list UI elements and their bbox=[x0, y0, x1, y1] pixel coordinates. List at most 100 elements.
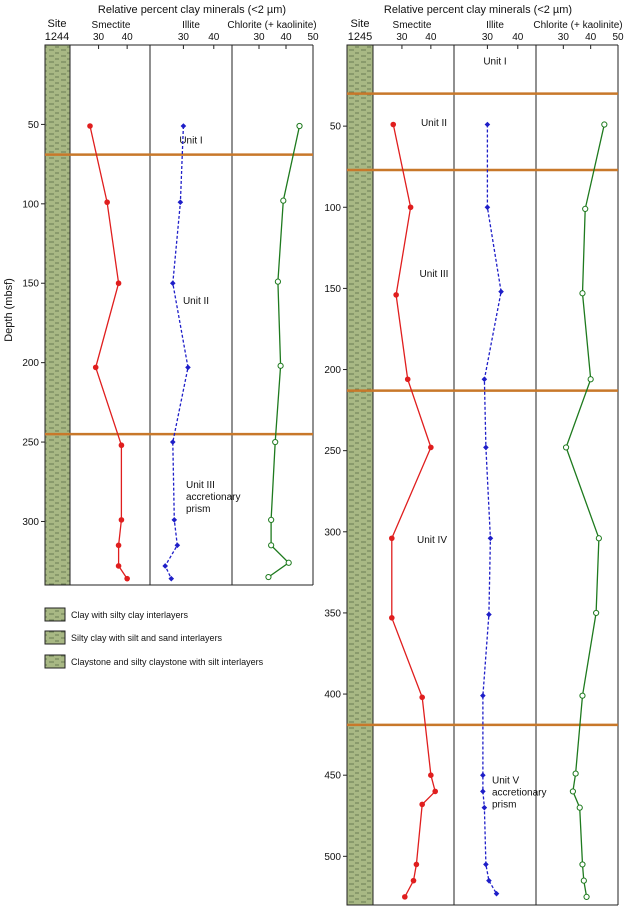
site-1245-chlorite-label: Chlorite (+ kaolinite) bbox=[533, 20, 622, 31]
illite-point bbox=[481, 804, 488, 811]
x-tick: 30 bbox=[558, 32, 570, 49]
y-tick-label: 200 bbox=[22, 358, 39, 369]
illite-point bbox=[177, 199, 184, 206]
smectite-point bbox=[115, 563, 122, 569]
smectite-markers bbox=[389, 121, 438, 900]
y-tick-label: 50 bbox=[28, 120, 40, 131]
chlorite-point bbox=[583, 893, 590, 900]
chlorite-point bbox=[579, 290, 586, 297]
y-tick: 150 bbox=[324, 284, 347, 295]
legend-item: Claystone and silty claystone with silt … bbox=[44, 654, 264, 669]
x-tick-label: 40 bbox=[280, 32, 292, 43]
chlorite-point bbox=[296, 122, 303, 130]
site-1244-depth-axis-label: Depth (mbsf) bbox=[3, 278, 15, 342]
x-tick-label: 50 bbox=[307, 32, 319, 43]
y-tick-label: 250 bbox=[324, 446, 341, 457]
unit-label: Unit II bbox=[183, 296, 209, 307]
y-tick: 350 bbox=[324, 608, 347, 619]
chlorite-point bbox=[268, 516, 275, 523]
unit-label-line: Unit I bbox=[179, 135, 202, 146]
y-tick-label: 250 bbox=[22, 438, 39, 449]
illite-point bbox=[185, 364, 191, 371]
site-1244-x-ticks: 30 40 30 40 30 40 50 bbox=[93, 32, 319, 49]
x-tick-label: 40 bbox=[425, 32, 437, 43]
legend-item: Silty clay with silt and sand interlayer… bbox=[44, 630, 223, 645]
chlorite-point bbox=[582, 205, 589, 212]
y-tick-label: 100 bbox=[324, 203, 341, 214]
site-1245-site-label: Site bbox=[351, 18, 370, 30]
chlorite-point bbox=[268, 542, 275, 549]
smectite-point bbox=[118, 442, 125, 449]
smectite-point bbox=[118, 517, 125, 523]
x-tick-label: 30 bbox=[396, 32, 408, 43]
smectite-point bbox=[115, 280, 122, 287]
y-tick: 200 bbox=[22, 358, 45, 369]
illite-point bbox=[480, 692, 486, 699]
y-tick-label: 200 bbox=[324, 365, 341, 376]
y-tick-label: 400 bbox=[324, 690, 341, 701]
illite-point bbox=[487, 535, 494, 542]
y-tick: 300 bbox=[22, 517, 45, 528]
x-tick-label: 30 bbox=[558, 32, 570, 43]
chlorite-point bbox=[595, 535, 602, 542]
unit-label-line: Unit V bbox=[492, 775, 520, 786]
chlorite-point bbox=[572, 770, 579, 777]
x-tick: 40 bbox=[208, 32, 220, 49]
site-1244-title: Relative percent clay minerals (<2 µm) bbox=[98, 4, 286, 16]
x-tick-label: 40 bbox=[585, 32, 597, 43]
illite-point bbox=[174, 542, 181, 549]
site-1245-y-ticks: 50 100 150 200 250 300 350 400 450 500 bbox=[324, 122, 347, 863]
site-1245-smectite-label: Smectite bbox=[393, 20, 432, 31]
site-1245-illite-series bbox=[480, 121, 504, 897]
unit-label-line: accretionary bbox=[186, 492, 240, 503]
smectite-point bbox=[390, 121, 397, 128]
unit-label-line: Unit IV bbox=[417, 535, 447, 546]
chlorite-point bbox=[579, 692, 586, 699]
site-1244-unit-boundaries bbox=[45, 153, 313, 436]
smectite-point bbox=[402, 894, 408, 900]
smectite-point bbox=[432, 788, 438, 795]
illite-line bbox=[164, 125, 189, 579]
chlorite-point bbox=[274, 278, 281, 285]
smectite-point bbox=[407, 204, 414, 211]
illite-point bbox=[481, 376, 488, 383]
y-tick: 400 bbox=[324, 690, 347, 701]
chlorite-point bbox=[580, 877, 587, 884]
site-1245-chart: Relative percent clay minerals (<2 µm) S… bbox=[324, 4, 624, 906]
illite-point bbox=[498, 288, 504, 295]
unit-label-line: Unit III bbox=[186, 480, 215, 491]
chlorite-markers bbox=[265, 122, 303, 581]
site-1244-chart: Relative percent clay minerals (<2 µm) S… bbox=[3, 4, 319, 586]
legend-item: Clay with silty clay interlayers bbox=[44, 607, 189, 622]
site-1245-illite-label: Illite bbox=[486, 20, 504, 31]
illite-point bbox=[171, 517, 178, 523]
y-tick-label: 500 bbox=[324, 852, 341, 863]
x-tick: 40 bbox=[425, 32, 437, 49]
smectite-point bbox=[124, 575, 130, 582]
x-tick-label: 40 bbox=[208, 32, 220, 43]
y-tick-label: 300 bbox=[324, 527, 341, 538]
y-tick: 50 bbox=[330, 122, 347, 133]
x-tick: 40 bbox=[280, 32, 292, 49]
y-tick: 100 bbox=[22, 199, 45, 210]
legend-swatch-silty-clay bbox=[44, 630, 66, 645]
smectite-point bbox=[428, 444, 434, 451]
site-1245-x-ticks: 30 40 30 40 30 40 50 bbox=[396, 32, 624, 49]
chlorite-point bbox=[593, 609, 600, 617]
illite-point bbox=[484, 121, 491, 128]
legend-swatch-clay bbox=[44, 607, 66, 622]
chlorite-point bbox=[576, 804, 583, 811]
smectite-point bbox=[389, 535, 395, 542]
illite-point bbox=[180, 123, 187, 129]
smectite-point bbox=[115, 542, 122, 549]
x-tick-label: 30 bbox=[178, 32, 190, 43]
unit-label-line: Unit II bbox=[421, 118, 447, 129]
smectite-line bbox=[89, 125, 128, 579]
site-1245-chlorite-series bbox=[562, 121, 608, 900]
smectite-point bbox=[404, 376, 411, 383]
site-1244-y-ticks: 50 100 150 200 250 300 bbox=[22, 120, 45, 528]
y-tick: 150 bbox=[22, 279, 45, 290]
unit-label-line: prism bbox=[186, 504, 210, 515]
smectite-point bbox=[410, 877, 417, 884]
